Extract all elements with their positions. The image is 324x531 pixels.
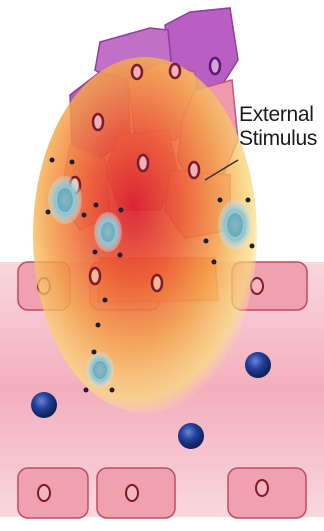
- tissue-nucleus: [93, 114, 103, 130]
- label-line-2: Stimulus: [239, 127, 317, 151]
- tissue-nucleus: [210, 58, 220, 74]
- leukocyte: [245, 352, 271, 378]
- tissue-nucleus: [132, 65, 142, 79]
- tissue-nucleus: [170, 64, 180, 78]
- tissue-nucleus: [189, 162, 199, 178]
- leukocyte: [178, 423, 204, 449]
- endothelial-nucleus: [126, 485, 138, 501]
- endothelial-nucleus: [38, 485, 50, 501]
- external-stimulus-label: External Stimulus: [239, 103, 317, 151]
- tissue-nucleus: [90, 268, 100, 284]
- endothelial-cell: [18, 468, 88, 518]
- tissue-nucleus: [138, 155, 148, 171]
- label-line-1: External: [239, 103, 317, 127]
- endothelial-nucleus: [256, 480, 268, 496]
- tissue-nucleus: [152, 275, 162, 291]
- leukocyte: [31, 392, 57, 418]
